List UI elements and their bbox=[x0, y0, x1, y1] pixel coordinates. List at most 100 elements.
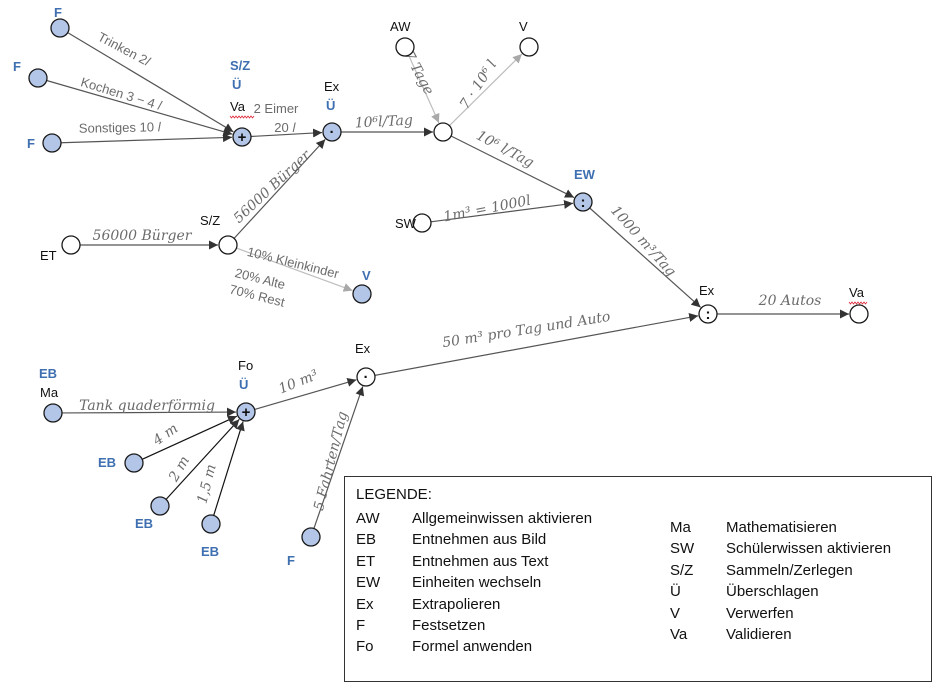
legend-desc: Entnehmen aus Bild bbox=[412, 531, 547, 549]
node-circle bbox=[698, 304, 718, 324]
edge-n3-ew bbox=[450, 135, 575, 199]
legend-desc: Validieren bbox=[726, 626, 792, 644]
legend-row: V Verwerfen bbox=[670, 603, 891, 624]
edge-label: 1𝑚³ = 1000𝑙 bbox=[442, 193, 532, 226]
node-label: F bbox=[54, 5, 62, 20]
node-label: Fo bbox=[238, 358, 253, 373]
edge-label: 10⁶ 𝑙/Tag bbox=[473, 128, 536, 172]
legend-desc: Allgemeinwissen aktivieren bbox=[412, 510, 593, 527]
legend-abbr: V bbox=[670, 604, 681, 622]
legend-abbr: Ex bbox=[356, 595, 374, 613]
node-circle bbox=[201, 514, 221, 534]
node-label: F bbox=[287, 553, 295, 568]
node-label: Ü bbox=[239, 377, 248, 392]
node-label: V bbox=[519, 19, 528, 34]
node-label: Ma bbox=[40, 385, 59, 400]
edge-label: 2 Eimer bbox=[254, 101, 299, 116]
legend-abbr: Fo bbox=[356, 638, 374, 656]
legend-abbr: SW bbox=[670, 540, 695, 558]
edge-label: Trinken 2𝑙 bbox=[95, 29, 153, 69]
node-label: Va bbox=[849, 285, 865, 300]
node-sz2 bbox=[218, 235, 238, 255]
node-fo: + bbox=[236, 402, 256, 422]
edge-n3-v1 bbox=[448, 53, 523, 127]
node-label: EB bbox=[98, 455, 116, 470]
legend-abbr: ET bbox=[356, 552, 376, 570]
node-circle bbox=[519, 37, 539, 57]
node-circle bbox=[395, 37, 415, 57]
node-circle bbox=[42, 133, 62, 153]
node-label: EW bbox=[574, 167, 596, 182]
spell-squiggle bbox=[848, 301, 868, 305]
node-circle bbox=[218, 235, 238, 255]
legend-abbr: EW bbox=[356, 574, 381, 592]
edge-sw-ew bbox=[430, 199, 574, 223]
edge-label: 20 𝑙 bbox=[274, 120, 296, 135]
operator-symbol: + bbox=[242, 404, 251, 421]
node-circle bbox=[301, 527, 321, 547]
node-circle bbox=[236, 402, 256, 422]
operator-symbol: · bbox=[330, 124, 335, 141]
node-label: Ex bbox=[699, 283, 715, 298]
spell-squiggle bbox=[229, 115, 255, 119]
edge-eb4-fo bbox=[213, 421, 245, 516]
node-label: Va bbox=[230, 99, 246, 114]
node-eb4 bbox=[201, 514, 221, 534]
node-label: S/Z bbox=[230, 58, 250, 73]
legend-abbr: Va bbox=[670, 626, 688, 644]
edge-label: 1000 𝑚³/Tag bbox=[607, 203, 679, 280]
node-f1 bbox=[50, 18, 70, 38]
node-et bbox=[61, 235, 81, 255]
edge-sz2-v2 bbox=[236, 247, 353, 292]
legend-desc: Verwerfen bbox=[726, 604, 794, 622]
legend-desc: Sammeln/Zerlegen bbox=[726, 561, 853, 579]
node-sw bbox=[412, 213, 432, 233]
node-label: EB bbox=[201, 544, 219, 559]
node-circle bbox=[28, 68, 48, 88]
node-circle bbox=[61, 235, 81, 255]
node-label: Ex bbox=[324, 79, 340, 94]
legend-desc: Mathematisieren bbox=[726, 519, 837, 536]
node-n3 bbox=[433, 122, 453, 142]
edge-label: 50 𝑚³ 𝑝𝑟𝑜 𝑇𝑎𝑔 𝑢𝑛𝑑 𝐴𝑢𝑡𝑜 bbox=[441, 309, 611, 351]
node-label: F bbox=[27, 136, 35, 151]
node-v1 bbox=[519, 37, 539, 57]
node-f4 bbox=[301, 527, 321, 547]
node-f2 bbox=[28, 68, 48, 88]
legend-abbr: EB bbox=[356, 531, 377, 549]
edges bbox=[46, 32, 849, 529]
node-label: S/Z bbox=[200, 213, 220, 228]
operator-symbol: : bbox=[581, 194, 586, 211]
edge-label: Sonstiges 10 𝑙 bbox=[79, 119, 162, 135]
node-circle bbox=[412, 213, 432, 233]
node-circle bbox=[124, 453, 144, 473]
edge-ma-fo bbox=[61, 407, 237, 417]
node-label: Ü bbox=[326, 98, 335, 113]
edge-aw-n3 bbox=[408, 54, 440, 124]
edge-f1-va1 bbox=[67, 32, 234, 133]
edge-f4-ex2 bbox=[313, 386, 365, 529]
node-aw bbox=[395, 37, 415, 57]
edge-ex2-ex3 bbox=[374, 313, 699, 376]
node-label: Ü bbox=[232, 77, 241, 92]
node-ma bbox=[43, 403, 63, 423]
edge-eb2-fo bbox=[141, 415, 238, 460]
edge-f2-va1 bbox=[46, 79, 233, 137]
node-eb2 bbox=[124, 453, 144, 473]
edge-label: 56000 𝐵ü𝑟𝑔𝑒𝑟 bbox=[231, 147, 315, 227]
node-label: ET bbox=[40, 248, 57, 263]
legend-abbr: Ü bbox=[670, 583, 681, 601]
edge-label: 10 𝑚³ bbox=[276, 367, 321, 397]
edge-va1-ex1 bbox=[250, 128, 323, 138]
node-circle bbox=[356, 367, 376, 387]
operator-symbol: + bbox=[238, 129, 247, 146]
